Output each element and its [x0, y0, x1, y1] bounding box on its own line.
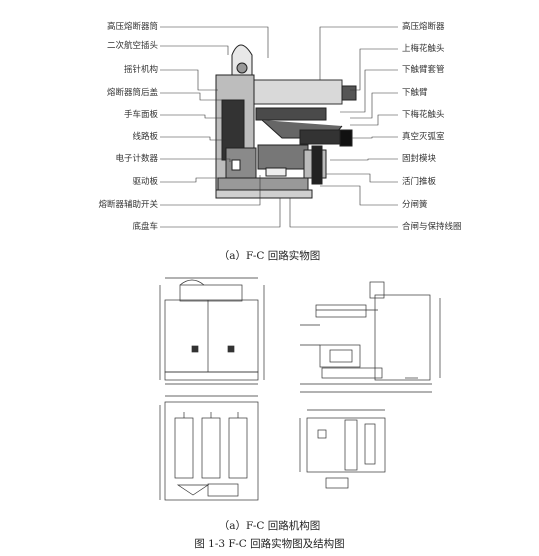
- label-upper-tulip-contact: 上梅花触头: [402, 44, 445, 54]
- label-opening-spring: 分闸簧: [402, 200, 428, 210]
- label-fuse-auxiliary-switch: 熔断器辅助开关: [98, 200, 158, 210]
- label-lower-contact-arm: 下触臂: [402, 88, 428, 98]
- label-closing-holding-coil: 合闸与保持线圈: [402, 222, 462, 232]
- label-lower-contact-arm-bushing: 下触臂套管: [402, 65, 445, 75]
- label-crank-mechanism: 摇针机构: [123, 65, 158, 75]
- label-secondary-aviation-plug: 二次航空插头: [106, 41, 158, 51]
- label-vacuum-interrupter: 真空灭弧室: [402, 132, 445, 142]
- left-leader-lines: [160, 26, 281, 228]
- fc-circuit-mechanism-drawing: [159, 277, 441, 501]
- label-chassis-truck: 底盘车: [132, 222, 158, 232]
- label-driver-board: 驱动板: [132, 177, 158, 187]
- label-sealed-module: 固封模块: [402, 154, 437, 164]
- right-leader-lines: [289, 26, 398, 228]
- fc-circuit-device-photo: [215, 44, 357, 199]
- label-lower-tulip-contact: 下梅花触头: [402, 110, 445, 120]
- figure-caption: 图 1-3 F-C 回路实物图及结构图: [194, 538, 345, 550]
- label-hv-fuse-tube: 高压熔断器筒: [106, 22, 158, 32]
- label-electronic-counter: 电子计数器: [115, 154, 158, 164]
- subfigure-caption-photo: （a）F-C 回路实物图: [218, 250, 321, 262]
- subfigure-caption-mechanism: （a）F-C 回路机构图: [218, 520, 321, 532]
- label-shutter-push-plate: 活门推板: [402, 177, 437, 187]
- label-circuit-board: 线路板: [132, 132, 158, 142]
- label-trolley-panel: 手车面板: [123, 110, 158, 120]
- label-hv-fuse: 高压熔断器: [402, 22, 445, 32]
- label-fuse-tube-rear-cover: 熔断器筒后盖: [106, 88, 158, 98]
